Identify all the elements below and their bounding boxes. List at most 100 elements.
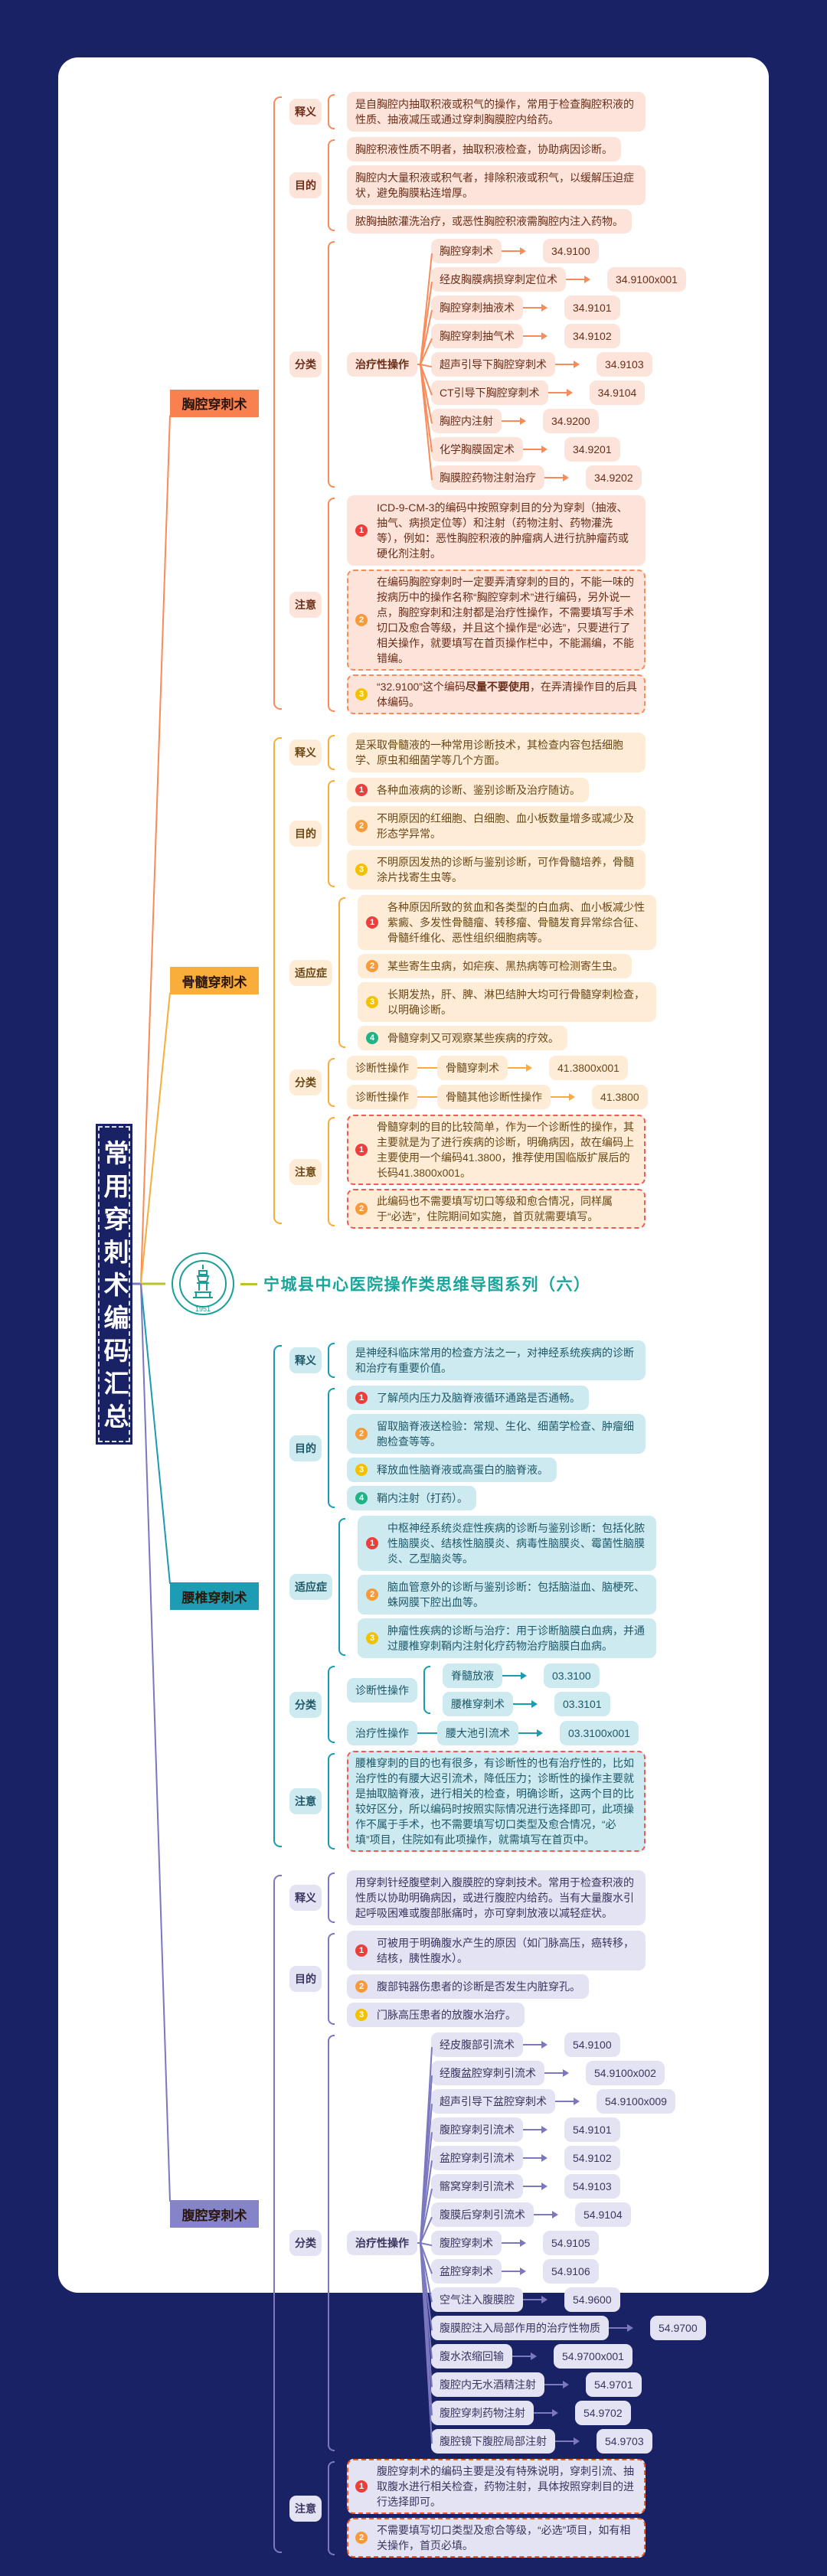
procedure-name[interactable]: 腹水浓缩回输: [431, 2344, 512, 2369]
procedure-name[interactable]: 腹腔穿刺药物注射: [431, 2401, 534, 2425]
procedure-name[interactable]: 腰椎穿刺术: [443, 1692, 513, 1716]
procedure-code[interactable]: 34.9103: [597, 352, 652, 377]
procedure-name[interactable]: 胸膜腔药物注射治疗: [431, 465, 544, 490]
procedure-code[interactable]: 34.9104: [589, 380, 646, 405]
procedure-code[interactable]: 03.3100: [544, 1663, 600, 1688]
procedure-name[interactable]: 脊髓放液: [443, 1663, 502, 1688]
procedure-item: 胸腔穿刺术 34.9100: [431, 239, 686, 263]
operation-type-node[interactable]: 诊断性操作: [347, 1056, 417, 1080]
classification-label[interactable]: 分类: [289, 1069, 322, 1095]
purpose-label[interactable]: 目的: [289, 1966, 322, 1992]
procedure-name[interactable]: 经皮胸膜病损穿刺定位术: [431, 267, 566, 292]
procedure-name[interactable]: 腹腔穿刺术: [431, 2231, 502, 2255]
arrow-icon: [502, 2267, 526, 2275]
procedure-code[interactable]: 34.9100: [543, 239, 599, 263]
procedure-name[interactable]: 胸腔内注射: [431, 409, 502, 433]
procedure-code[interactable]: 54.9600: [564, 2287, 620, 2312]
indications-label[interactable]: 适应症: [289, 1574, 332, 1600]
procedure-name[interactable]: 髂窝穿刺引流术: [431, 2174, 523, 2199]
procedure-code[interactable]: 54.9100: [564, 2032, 620, 2057]
notes-label[interactable]: 注意: [289, 1788, 322, 1814]
procedure-name[interactable]: CT引导下胸腔穿刺术: [431, 380, 548, 405]
procedure-code[interactable]: 54.9700: [650, 2316, 706, 2340]
procedure-code[interactable]: 34.9201: [564, 437, 620, 462]
root-title-node[interactable]: 常用穿刺术编码汇总: [98, 1125, 130, 1442]
purpose-label[interactable]: 目的: [289, 821, 322, 847]
procedure-code[interactable]: 54.9106: [543, 2259, 599, 2284]
procedure-code[interactable]: 54.9102: [564, 2146, 620, 2170]
procedure-code[interactable]: 54.9703: [597, 2429, 652, 2454]
operation-type-node[interactable]: 诊断性操作: [347, 1085, 417, 1109]
procedure-name[interactable]: 胸腔穿刺抽液术: [431, 295, 523, 320]
procedure-code[interactable]: 54.9105: [543, 2231, 599, 2255]
procedure-name[interactable]: 腹膜腔注入局部作用的治疗性物质: [431, 2316, 609, 2340]
operation-type-node[interactable]: 诊断性操作: [347, 1677, 417, 1703]
notes-label[interactable]: 注意: [289, 592, 322, 618]
branch-node-bone-marrow-puncture[interactable]: 骨髓穿刺术: [170, 967, 259, 994]
procedure-name[interactable]: 腹膜后穿刺引流术: [431, 2202, 534, 2227]
definition-label[interactable]: 释义: [289, 1885, 322, 1911]
row-bracket: [338, 1518, 345, 1656]
procedure-name[interactable]: 腰大池引流术: [437, 1721, 518, 1745]
purpose-label[interactable]: 目的: [289, 1435, 322, 1461]
branch-bracket: [273, 96, 282, 710]
procedure-code[interactable]: 54.9103: [564, 2174, 620, 2199]
procedure-code[interactable]: 54.9702: [575, 2401, 631, 2425]
indications-label[interactable]: 适应症: [289, 959, 332, 986]
definition-label[interactable]: 释义: [289, 739, 322, 766]
procedure-name[interactable]: 盆腔穿刺引流术: [431, 2146, 523, 2170]
purpose-label[interactable]: 目的: [289, 172, 322, 198]
operation-type-node[interactable]: 治疗性操作: [347, 352, 417, 377]
classification-label[interactable]: 分类: [289, 351, 322, 377]
procedure-name[interactable]: 超声引导下盆腔穿刺术: [431, 2089, 555, 2114]
procedure-name[interactable]: 骨髓其他诊断性操作: [437, 1085, 551, 1109]
procedure-code[interactable]: 54.9700x001: [554, 2344, 633, 2369]
branch-node-abdominal-paracentesis[interactable]: 腹腔穿刺术: [170, 2200, 259, 2228]
procedure-name[interactable]: 超声引导下胸腔穿刺术: [431, 352, 555, 377]
group-connector: [417, 1067, 437, 1069]
procedure-code[interactable]: 34.9102: [564, 324, 620, 348]
procedure-code[interactable]: 54.9101: [564, 2117, 620, 2142]
procedure-name[interactable]: 骨髓穿刺术: [437, 1056, 508, 1080]
procedure-code[interactable]: 03.3101: [554, 1692, 610, 1716]
procedure-code[interactable]: 03.3100x001: [560, 1721, 639, 1745]
definition-label[interactable]: 释义: [289, 99, 322, 125]
classification-label[interactable]: 分类: [289, 1691, 322, 1718]
operation-type-node[interactable]: 治疗性操作: [347, 1721, 417, 1745]
procedure-name[interactable]: 空气注入腹膜腔: [431, 2287, 523, 2312]
procedure-name[interactable]: 盆腔穿刺术: [431, 2259, 502, 2284]
classification-label[interactable]: 分类: [289, 2230, 322, 2256]
group-connector: [417, 1096, 437, 1098]
definition-label[interactable]: 释义: [289, 1347, 322, 1373]
branch-node-lumbar-puncture[interactable]: 腰椎穿刺术: [170, 1582, 259, 1610]
indications-text: 骨髓穿刺又可观察某些疾病的疗效。: [387, 1032, 559, 1044]
notes-label[interactable]: 注意: [289, 1158, 322, 1185]
procedure-item: 骨髓其他诊断性操作 41.3800: [437, 1085, 648, 1109]
notes-label[interactable]: 注意: [289, 2495, 322, 2522]
procedure-name[interactable]: 胸腔穿刺抽气术: [431, 324, 523, 348]
procedure-code[interactable]: 54.9100x009: [597, 2089, 675, 2114]
procedure-name[interactable]: 经皮腹部引流术: [431, 2032, 523, 2057]
procedure-code[interactable]: 54.9100x002: [586, 2061, 665, 2085]
operation-type-node[interactable]: 治疗性操作: [347, 2231, 417, 2255]
procedure-code[interactable]: 41.3800x001: [549, 1056, 628, 1080]
procedure-name[interactable]: 化学胸膜固定术: [431, 437, 523, 462]
arrow-icon: [523, 2126, 548, 2134]
procedure-name[interactable]: 腹腔内无水酒精注射: [431, 2372, 544, 2397]
procedure-code[interactable]: 34.9200: [543, 409, 599, 433]
procedure-code[interactable]: 34.9202: [586, 465, 642, 490]
purpose-text: 不明原因的红细胞、白细胞、血小板数量增多或减少及形态学异常。: [377, 812, 634, 840]
procedure-name[interactable]: 腹腔穿刺引流术: [431, 2117, 523, 2142]
procedure-code[interactable]: 41.3800: [592, 1085, 648, 1109]
procedure-name[interactable]: 经腹盆腔穿刺引流术: [431, 2061, 544, 2085]
procedure-code[interactable]: 54.9104: [575, 2202, 631, 2227]
procedure-code[interactable]: 34.9101: [564, 295, 620, 320]
procedure-name[interactable]: 胸腔穿刺术: [431, 239, 502, 263]
procedure-item: 腹腔穿刺药物注射 54.9702: [431, 2401, 706, 2425]
procedure-code[interactable]: 34.9100x001: [607, 267, 686, 292]
branch-node-thoracentesis[interactable]: 胸腔穿刺术: [170, 389, 259, 417]
procedure-name[interactable]: 腹腔镜下腹腔局部注射: [431, 2429, 555, 2454]
procedure-code[interactable]: 54.9701: [586, 2372, 642, 2397]
